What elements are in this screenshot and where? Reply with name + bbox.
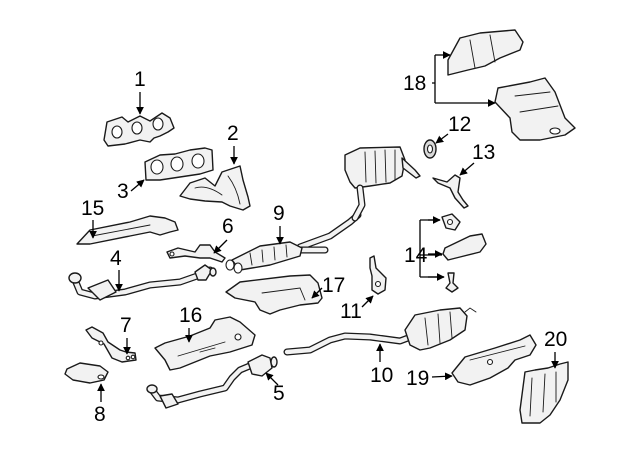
part-20-heat-shield[interactable] xyxy=(519,361,569,424)
callout-2: 2 xyxy=(227,122,239,145)
part-1-manifold-gasket[interactable] xyxy=(103,112,175,147)
leader-12 xyxy=(435,133,449,144)
part-5-converter-pipe[interactable] xyxy=(146,354,278,409)
callout-7: 7 xyxy=(120,314,132,337)
callout-20: 20 xyxy=(544,328,567,351)
part-13-hanger-bracket[interactable] xyxy=(432,174,469,209)
part-rear-muffler-upper[interactable] xyxy=(344,146,421,222)
callout-8: 8 xyxy=(94,403,106,426)
part-8-pad[interactable] xyxy=(64,362,109,384)
part-16-heat-shield[interactable] xyxy=(154,316,256,371)
leader-18 xyxy=(432,55,436,103)
callout-16: 16 xyxy=(179,304,202,327)
part-6-bracket[interactable] xyxy=(166,244,226,263)
part-3-manifold-gasket[interactable] xyxy=(144,147,214,181)
callout-17: 17 xyxy=(322,274,345,297)
callout-11: 11 xyxy=(340,300,362,323)
callout-4: 4 xyxy=(110,247,122,270)
part-19-heat-shield[interactable] xyxy=(451,334,537,386)
leader-13 xyxy=(459,162,475,176)
part-4-front-pipe-converter[interactable] xyxy=(68,264,217,301)
leader-3 xyxy=(130,179,145,192)
leader-5 xyxy=(265,372,279,386)
callout-12: 12 xyxy=(448,113,471,136)
callout-10: 10 xyxy=(370,364,393,387)
leader-11 xyxy=(361,295,374,308)
leader-19 xyxy=(431,372,453,381)
part-11-hanger[interactable] xyxy=(369,255,387,295)
callout-18: 18 xyxy=(403,72,426,95)
callout-9: 9 xyxy=(273,202,285,225)
callout-5: 5 xyxy=(273,382,285,405)
leader-6 xyxy=(213,239,228,254)
part-15-heat-shield[interactable] xyxy=(76,215,179,245)
callout-15: 15 xyxy=(81,197,104,220)
callout-6: 6 xyxy=(222,215,234,238)
part-12-rubber-mount[interactable] xyxy=(423,139,437,159)
callout-13: 13 xyxy=(472,141,495,164)
callout-19: 19 xyxy=(406,367,429,390)
callout-14: 14 xyxy=(404,244,428,267)
part-9-intermediate-pipe[interactable] xyxy=(225,211,362,274)
part-18-heat-shields[interactable] xyxy=(447,29,576,141)
part-17-heat-shield[interactable] xyxy=(225,274,323,315)
part-10-rear-pipe-muffler[interactable] xyxy=(283,307,477,356)
leader-17 xyxy=(311,287,323,299)
callout-3: 3 xyxy=(117,180,129,203)
part-14-tail-pipe-parts[interactable] xyxy=(441,213,487,293)
part-2-exhaust-manifold[interactable] xyxy=(179,165,251,211)
callout-1: 1 xyxy=(134,68,146,91)
